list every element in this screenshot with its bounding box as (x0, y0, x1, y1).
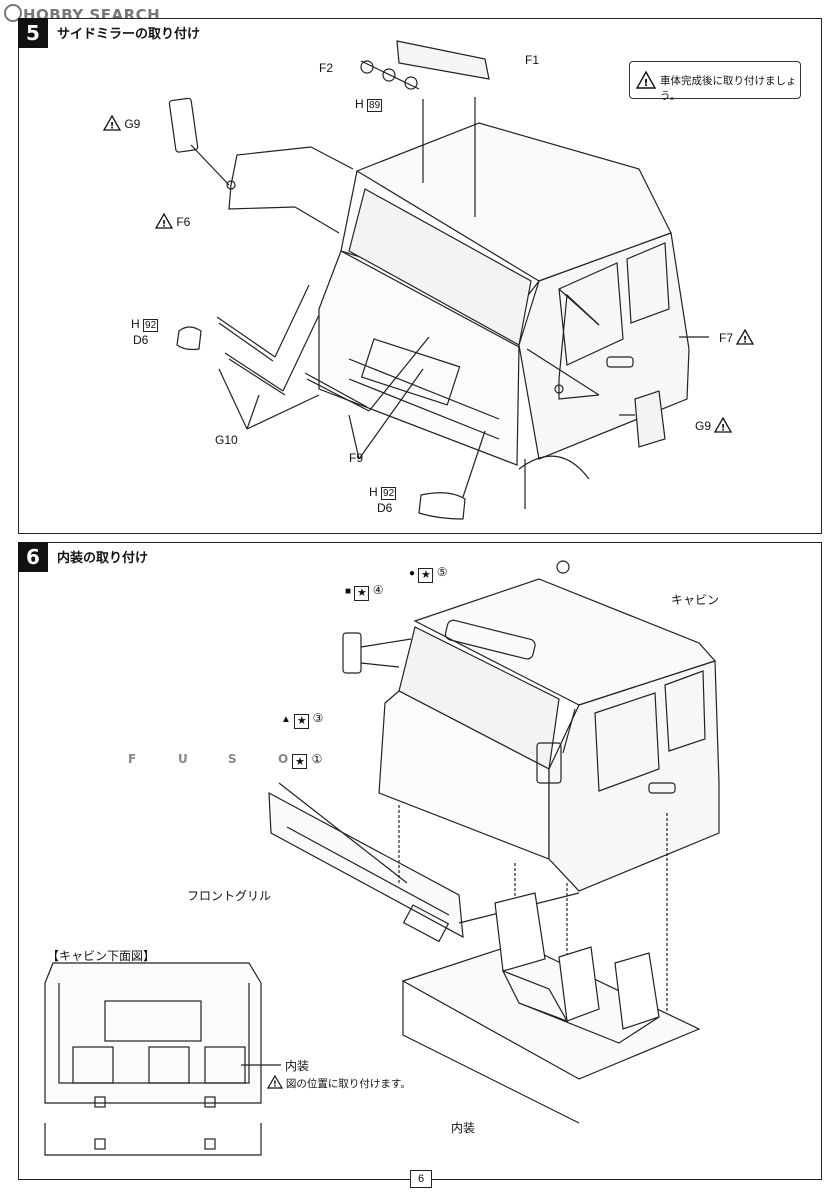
step-title: 内装の取り付け (57, 550, 149, 565)
page-number: 6 (410, 1170, 432, 1188)
caution-text: 車体完成後に取り付けましょう。 (660, 75, 797, 102)
label-f2: F2 (319, 61, 334, 75)
step-6-panel: 6 内装の取り付け (18, 542, 822, 1180)
svg-text:!: ! (273, 1080, 277, 1089)
fuso-letter: S (228, 752, 237, 766)
cab-mirror-diagram (168, 40, 709, 520)
step-5-panel: 5 サイドミラーの取り付け ! 車体完成後に取り付けましょう。 (18, 18, 822, 534)
step-title: サイドミラーの取り付け (57, 26, 201, 41)
label-h92-bottom: H 92 (369, 485, 397, 500)
svg-text:!: ! (162, 220, 166, 230)
label-d6-left: D6 (133, 333, 149, 347)
sticker-number-1: ① (311, 752, 323, 766)
step-number: 6 (18, 542, 48, 572)
label-cabin: キャビン (671, 593, 720, 607)
label-d6-bottom: D6 (377, 501, 393, 515)
decal-star-icon: ★ (418, 568, 434, 583)
seal-icon: ● (409, 568, 416, 579)
label-f7: F7 ! (719, 328, 755, 346)
label-g9-right: G9 ! (695, 416, 733, 434)
svg-text:!: ! (743, 336, 747, 346)
cab-interior-diagram (44, 560, 720, 1156)
fuso-letter: O (278, 752, 289, 766)
warning-icon: ! (102, 114, 122, 132)
label-g9-left: ! G9 (102, 114, 140, 132)
warning-icon: ! (736, 328, 755, 346)
label-f9: F9 (349, 451, 364, 465)
svg-text:!: ! (110, 122, 114, 132)
svg-text:!: ! (721, 424, 725, 434)
decal-star-icon: ★ (292, 754, 308, 769)
caution-note: ! 車体完成後に取り付けましょう。 (629, 61, 801, 102)
fuso-letter: U (178, 752, 188, 766)
sticker-label-5: ● ★ ⑤ (409, 565, 448, 583)
warning-icon: ! (154, 212, 174, 230)
sticker-label-3: ▲ ★ ③ (281, 711, 324, 729)
warning-icon: ! (714, 416, 733, 434)
emblem-icon: ■ (345, 586, 352, 597)
warning-icon: ! (635, 70, 657, 89)
sticker-label-4: ■ ★ ④ (345, 583, 384, 601)
mitsubishi-logo-icon: ▲ (281, 714, 291, 725)
decal-star-icon: ★ (294, 714, 310, 729)
interior-note: ! 図の位置に取り付けます。 (266, 1074, 411, 1091)
label-f6: ! F6 (154, 212, 190, 230)
decal-star-icon: ★ (354, 586, 370, 601)
label-h89: H 89 (355, 97, 383, 112)
fuso-lettering: F U S O ★ ① (128, 752, 322, 769)
svg-text:!: ! (644, 78, 649, 89)
fuso-letter: F (128, 752, 137, 766)
label-h92-left: H 92 (131, 317, 159, 332)
label-interior-bottom: 内装 (451, 1121, 476, 1135)
label-front-grille: フロントグリル (187, 889, 272, 903)
underside-title: 【キャビン下面図】 (47, 949, 156, 963)
step-number: 5 (18, 18, 48, 48)
label-interior-small: 内装 (285, 1059, 310, 1073)
label-g10: G10 (215, 433, 238, 447)
hobby-search-logo-icon (4, 4, 22, 22)
warning-icon: ! (266, 1074, 284, 1089)
label-f1: F1 (525, 53, 540, 67)
